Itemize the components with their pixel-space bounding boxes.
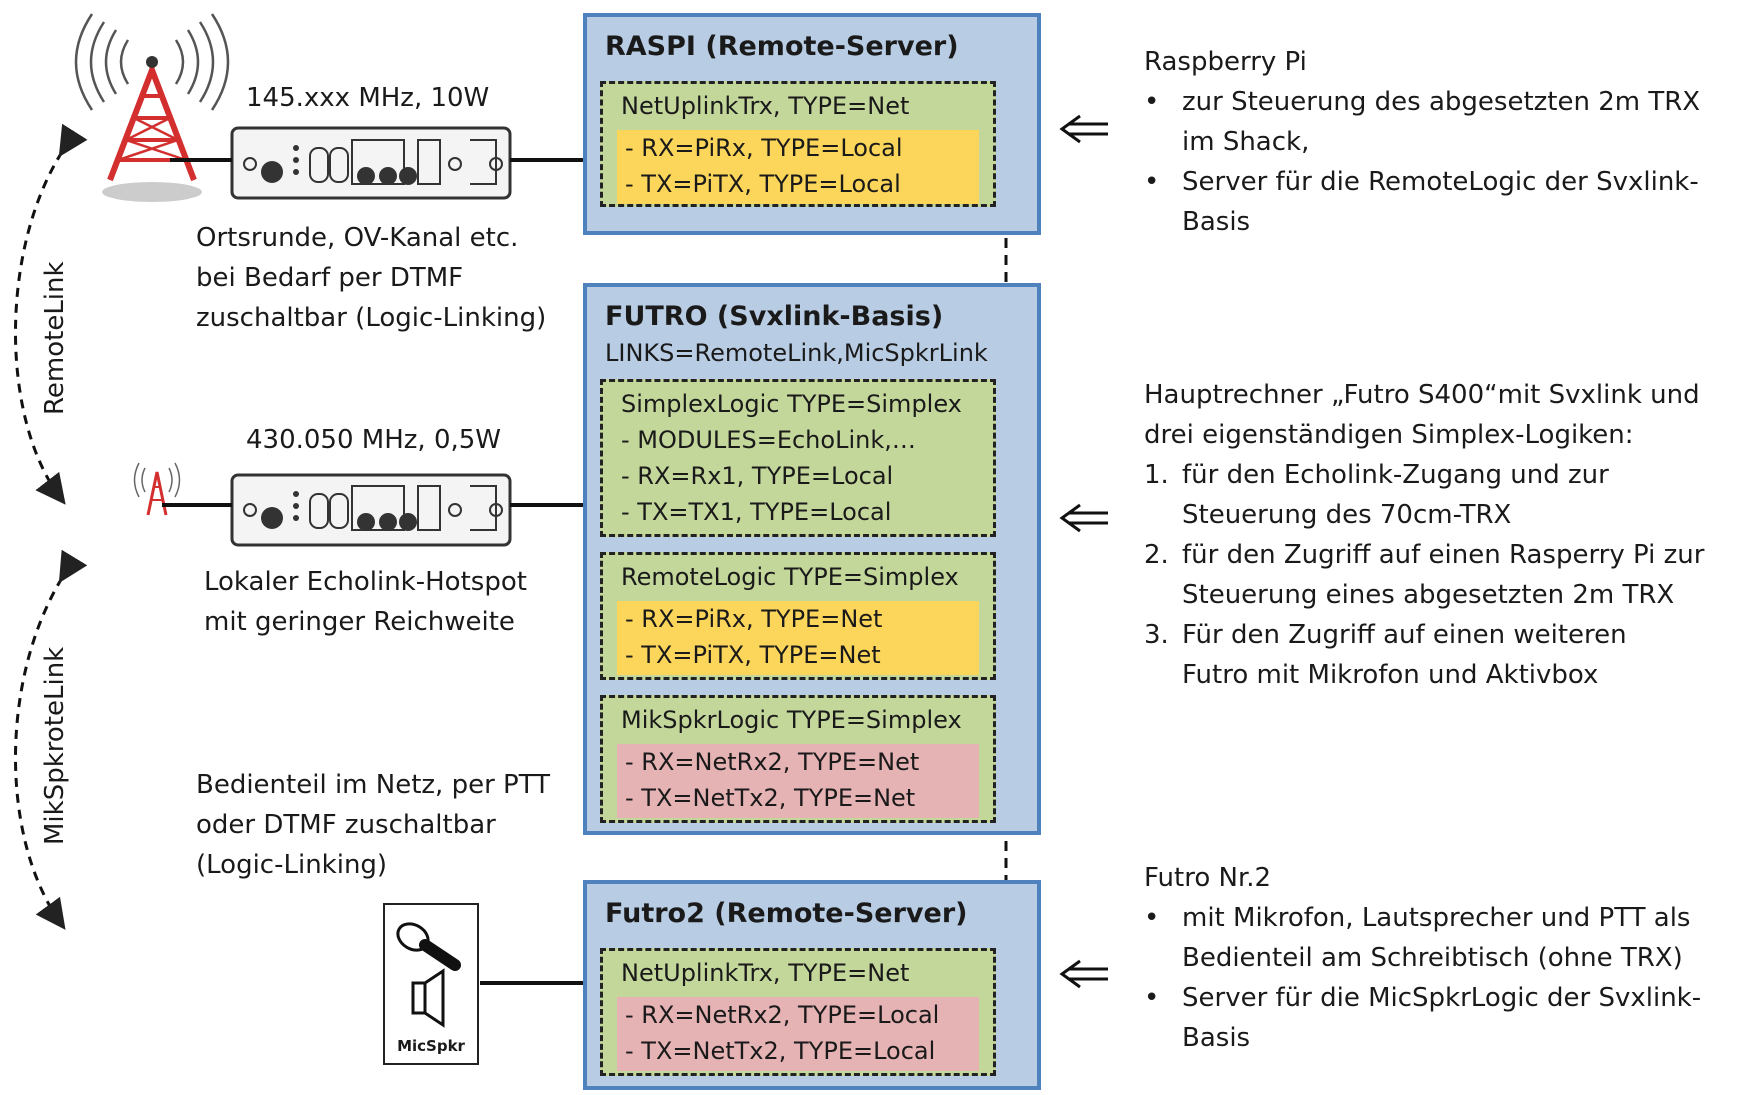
trx1-desc-line-1: Ortsrunde, OV-Kanal etc. (196, 223, 519, 253)
mikspkr-rxtx-band: - RX=NetRx2, TYPE=Net - TX=NetTx2, TYPE=… (617, 744, 979, 818)
bullet-line: Server für die RemoteLogic der Svxlink- (1182, 167, 1699, 197)
raspi-netuplink-logic: NetUplinkTrx, TYPE=Net - RX=PiRx, TYPE=L… (600, 81, 996, 207)
futro-desc-heading-line-2: drei eigenständigen Simplex-Logiken: (1144, 420, 1634, 450)
raspi-rx: - RX=PiRx, TYPE=Local (625, 134, 903, 162)
raspi-server-box: RASPI (Remote-Server) NetUplinkTrx, TYPE… (583, 13, 1041, 235)
operator-desc-line-3: (Logic-Linking) (196, 850, 388, 880)
item-line: für den Zugriff auf einen Rasperry Pi zu… (1182, 540, 1705, 570)
item-line: für den Echolink-Zugang und zur (1182, 460, 1609, 490)
item-line: Steuerung eines abgesetzten 2m TRX (1182, 580, 1675, 610)
futro2-desc-heading: Futro Nr.2 (1144, 863, 1272, 893)
futro-description: Hauptrechner „Futro S400“mit Svxlink und… (1144, 375, 1704, 695)
trx2-desc-line-1: Lokaler Echolink-Hotspot (204, 567, 527, 597)
futro2-tx: - TX=NetTx2, TYPE=Local (625, 1037, 936, 1065)
operator-desc-line-1: Bedienteil im Netz, per PTT (196, 770, 551, 800)
trx1-desc-line-3: zuschaltbar (Logic-Linking) (196, 303, 547, 333)
futro-desc-heading-line-1: Hauptrechner „Futro S400“mit Svxlink und (1144, 380, 1700, 410)
bullet-line: Bedienteil am Schreibtisch (ohne TRX) (1182, 943, 1683, 973)
futro2-desc-bullet: Server für die MicSpkrLogic der Svxlink-… (1144, 978, 1701, 1058)
simplex-logic-title: SimplexLogic TYPE=Simplex (621, 390, 962, 418)
raspi-tx: - TX=PiTX, TYPE=Local (625, 170, 901, 198)
mikspkr-logic-title: MikSpkrLogic TYPE=Simplex (621, 706, 962, 734)
double-arrow-icon (1059, 114, 1108, 144)
raspi-desc-bullet: Server für die RemoteLogic der Svxlink- … (1144, 162, 1700, 242)
simplex-logic: SimplexLogic TYPE=Simplex - MODULES=Echo… (600, 379, 996, 537)
item-line: Steuerung des 70cm-TRX (1182, 500, 1512, 530)
simplex-logic-rx: - RX=Rx1, TYPE=Local (621, 462, 894, 490)
operator-desc-line-2: oder DTMF zuschaltbar (196, 810, 496, 840)
futro2-title: Futro2 (Remote-Server) (605, 898, 968, 929)
mikspkr-logic: MikSpkrLogic TYPE=Simplex - RX=NetRx2, T… (600, 695, 996, 823)
trx2-frequency: 430.050 MHz, 0,5W (246, 425, 501, 455)
bullet-line: zur Steuerung des abgesetzten 2m TRX (1182, 87, 1701, 117)
futro2-rxtx-band: - RX=NetRx2, TYPE=Local - TX=NetTx2, TYP… (617, 997, 979, 1071)
simplex-logic-tx: - TX=TX1, TYPE=Local (621, 498, 892, 526)
mikspkr-logic-tx: - TX=NetTx2, TYPE=Net (625, 784, 916, 812)
small-antenna-icon (133, 462, 181, 516)
bullet-line: mit Mikrofon, Lautsprecher und PTT als (1182, 903, 1691, 933)
micspkrlink-label: MikSpkroteLink (40, 646, 70, 845)
item-number: 1. (1144, 460, 1169, 490)
trx1-frequency: 145.xxx MHz, 10W (246, 83, 490, 113)
trx1-desc-line-2: bei Bedarf per DTMF (196, 263, 464, 293)
double-arrow-icon (1059, 959, 1108, 989)
bullet-line: Basis (1182, 1023, 1251, 1053)
radio-transceiver-1-icon (230, 126, 512, 200)
trx2-desc-line-2: mit geringer Reichweite (204, 607, 515, 637)
futro-desc-item: 2. für den Zugriff auf einen Rasperry Pi… (1144, 535, 1704, 615)
micspkr-device: MicSpkr (383, 903, 479, 1065)
bullet-line: Server für die MicSpkrLogic der Svxlink- (1182, 983, 1702, 1013)
remote-logic: RemoteLogic TYPE=Simplex - RX=PiRx, TYPE… (600, 552, 996, 680)
futro2-description: Futro Nr.2 mit Mikrofon, Lautsprecher un… (1144, 858, 1701, 1058)
futro2-logic-title: NetUplinkTrx, TYPE=Net (621, 959, 910, 987)
remote-logic-title: RemoteLogic TYPE=Simplex (621, 563, 959, 591)
raspi-desc-heading: Raspberry Pi (1144, 47, 1307, 77)
raspi-title: RASPI (Remote-Server) (605, 31, 959, 62)
futro2-netuplink-logic: NetUplinkTrx, TYPE=Net - RX=NetRx2, TYPE… (600, 948, 996, 1076)
futro2-server-box: Futro2 (Remote-Server) NetUplinkTrx, TYP… (583, 880, 1041, 1090)
futro-server-box: FUTRO (Svxlink-Basis) LINKS=RemoteLink,M… (583, 283, 1041, 835)
remotelink-label: RemoteLink (40, 261, 70, 415)
mikspkr-logic-rx: - RX=NetRx2, TYPE=Net (625, 748, 920, 776)
futro-title: FUTRO (Svxlink-Basis) (605, 301, 944, 332)
item-line: Für den Zugriff auf einen weiteren (1182, 620, 1627, 650)
raspi-desc-bullet: zur Steuerung des abgesetzten 2m TRX im … (1144, 82, 1700, 162)
futro2-desc-bullet: mit Mikrofon, Lautsprecher und PTT als B… (1144, 898, 1701, 978)
raspi-rxtx-band: - RX=PiRx, TYPE=Local - TX=PiTX, TYPE=Lo… (617, 130, 979, 204)
double-arrow-icon (1059, 503, 1108, 533)
microphone-speaker-icon (396, 922, 461, 1028)
item-number: 2. (1144, 540, 1169, 570)
futro-desc-item: 3. Für den Zugriff auf einen weiteren Fu… (1144, 615, 1704, 695)
raspi-description: Raspberry Pi zur Steuerung des abgesetzt… (1144, 42, 1700, 242)
futro-links: LINKS=RemoteLink,MicSpkrLink (605, 339, 988, 367)
remote-logic-rx: - RX=PiRx, TYPE=Net (625, 605, 883, 633)
futro-desc-item: 1. für den Echolink-Zugang und zur Steue… (1144, 455, 1704, 535)
tower-antenna-icon (74, 13, 230, 202)
raspi-logic-title: NetUplinkTrx, TYPE=Net (621, 92, 910, 120)
radio-transceiver-2-icon (230, 473, 512, 547)
bullet-line: im Shack, (1182, 127, 1310, 157)
remote-logic-tx: - TX=PiTX, TYPE=Net (625, 641, 881, 669)
micspkr-label: MicSpkr (397, 1037, 465, 1055)
bullet-line: Basis (1182, 207, 1251, 237)
simplex-logic-modules: - MODULES=EchoLink,… (621, 426, 916, 454)
item-line: Futro mit Mikrofon und Aktivbox (1182, 660, 1599, 690)
item-number: 3. (1144, 620, 1169, 650)
remote-rxtx-band: - RX=PiRx, TYPE=Net - TX=PiTX, TYPE=Net (617, 601, 979, 675)
futro2-rx: - RX=NetRx2, TYPE=Local (625, 1001, 940, 1029)
